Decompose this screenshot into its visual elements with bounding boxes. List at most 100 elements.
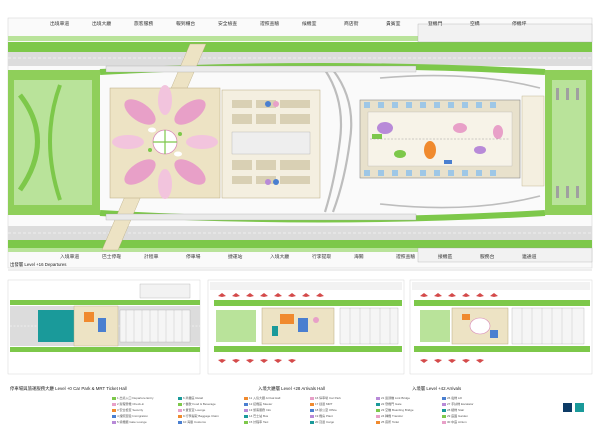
legend-swatch	[112, 396, 116, 400]
callout-bottom: 行李提取	[312, 255, 332, 260]
legend-item: 10 海關 Customs	[178, 420, 206, 424]
callout-top: 商店街	[344, 22, 359, 27]
legend-item: 18 辦公室 Office	[310, 408, 337, 412]
legend-swatch	[310, 414, 314, 418]
legend-item: 22 登機門 Gate	[376, 402, 402, 406]
legend-item: 2 辦理登機 Check-in	[112, 402, 144, 406]
legend-label: 28 樓梯 Stair	[447, 408, 465, 412]
legend-swatch	[376, 396, 380, 400]
legend-item: 23 空橋 Boarding Bridge	[376, 408, 414, 412]
legend-item: 30 中庭 Atrium	[442, 420, 467, 424]
legend-label: 7 餐飲 Food & Beverage	[183, 402, 216, 406]
callout-top: 出境車道	[50, 22, 70, 27]
legend-swatch	[178, 408, 182, 412]
callout-top: 停機坪	[512, 22, 527, 27]
legend-swatch	[442, 414, 446, 418]
flower-petals	[112, 85, 218, 199]
legend-item: 25 廁所 Toilet	[376, 420, 399, 424]
callout-bottom: 捷運站	[228, 255, 243, 260]
arrivals-plan	[409, 279, 593, 375]
legend-swatch	[442, 408, 446, 412]
callout-bottom: 巴士停靠	[102, 255, 122, 260]
legend-label: 26 電梯 Lift	[447, 396, 463, 400]
callout-bottom: 服務台	[480, 255, 495, 260]
callout-top: 登機門	[428, 22, 443, 27]
legend-swatch	[178, 420, 182, 424]
legend-label: 13 旅客服務 Info	[249, 408, 272, 412]
legend-item: 24 轉機 Transfer	[376, 414, 403, 418]
callout-top: 旅客服務	[134, 22, 154, 27]
concourse-gates	[364, 102, 496, 176]
legend-label: 24 轉機 Transfer	[381, 414, 404, 418]
legend-label: 30 中庭 Atrium	[447, 420, 467, 424]
legend-swatch	[376, 414, 380, 418]
legend-label: 20 貨運 Cargo	[315, 420, 335, 424]
legend-item: 19 機房 Plant	[310, 414, 333, 418]
title-carpark: 停車場與旅運服務大廳 Level +0 Car Park & MRT Ticke…	[10, 386, 127, 391]
legend-label: 5 候機廳 Gate Lounge	[117, 420, 147, 424]
legend-swatch	[244, 402, 248, 406]
title-arrivals: 入境層 Level +42 Arrivals	[412, 386, 462, 391]
logo-mark-accent	[575, 403, 584, 412]
legend-label: 18 辦公室 Office	[315, 408, 337, 412]
callout-bottom: 海關	[354, 255, 364, 260]
legend-label: 17 捷運 MRT	[315, 402, 333, 406]
callout-bottom: 入境車道	[60, 255, 80, 260]
legend-item: 27 手扶梯 Escalator	[442, 402, 474, 406]
legend-swatch	[112, 420, 116, 424]
legend-label: 25 廁所 Toilet	[381, 420, 400, 424]
legend-label: 23 空橋 Boarding Bridge	[381, 408, 414, 412]
callout-bottom: 停車場	[186, 255, 201, 260]
legend-item: 6 商業區 Retail	[178, 396, 203, 400]
legend-swatch	[244, 414, 248, 418]
title-arrivals-hall: 入境大廳層 Level +28 Arrivals Hall	[258, 386, 325, 391]
legend-label: 27 手扶梯 Escalator	[447, 402, 474, 406]
legend-item: 4 證照查驗 Immigration	[112, 414, 148, 418]
legend-label: 12 接機區 Meeter	[249, 402, 273, 406]
stand-marks	[556, 88, 579, 198]
legend-item: 16 停車場 Car Park	[310, 396, 341, 400]
legend-item: 3 安全檢查 Security	[112, 408, 143, 412]
legend-item: 5 候機廳 Gate Lounge	[112, 420, 147, 424]
arrivals-hall-plan	[207, 279, 405, 375]
callout-bottom: 證照查驗	[396, 255, 416, 260]
legend-label: 15 計程車 Taxi	[249, 420, 269, 424]
legend-label: 6 商業區 Retail	[183, 396, 204, 400]
callout-bottom: 接機區	[438, 255, 453, 260]
title-departures: 出發層 Level +16 Departures	[10, 262, 67, 267]
callout-bottom: 計程車	[144, 255, 159, 260]
legend-swatch	[244, 396, 248, 400]
callout-bottom: 入境大廳	[270, 255, 290, 260]
legend-item: 1 出境入口 Departure Entry	[112, 396, 154, 400]
legend-label: 29 庭園 Garden	[447, 414, 469, 418]
legend-item: 8 貴賓室 Lounge	[178, 408, 205, 412]
legend-swatch	[442, 420, 446, 424]
callout-top: 報到櫃台	[176, 22, 196, 27]
legend-swatch	[310, 396, 314, 400]
carpark-bays	[125, 310, 183, 342]
legend-label: 9 行李提取 Baggage Claim	[183, 414, 219, 418]
legend-item: 15 計程車 Taxi	[244, 420, 268, 424]
legend-label: 8 貴賓室 Lounge	[183, 408, 206, 412]
legend-swatch	[178, 414, 182, 418]
legend-label: 2 辦理登機 Check-in	[117, 402, 145, 406]
legend-item: 17 捷運 MRT	[310, 402, 332, 406]
callout-top: 貴賓室	[386, 22, 401, 27]
legend-item: 7 餐飲 Food & Beverage	[178, 402, 216, 406]
callout-top: 出境大廳	[92, 22, 112, 27]
legend-item: 21 連通橋 Link Bridge	[376, 396, 410, 400]
legend-swatch	[442, 396, 446, 400]
legend-item: 26 電梯 Lift	[442, 396, 462, 400]
aircraft-rows	[218, 293, 324, 363]
callout-top: 安全檢查	[218, 22, 238, 27]
legend-swatch	[442, 402, 446, 406]
legend-swatch	[376, 420, 380, 424]
carpark-plan	[7, 279, 201, 375]
legend-swatch	[244, 408, 248, 412]
legend-swatch	[310, 408, 314, 412]
legend-label: 21 連通橋 Link Bridge	[381, 396, 411, 400]
legend-swatch	[376, 408, 380, 412]
legend-item: 28 樓梯 Stair	[442, 408, 464, 412]
